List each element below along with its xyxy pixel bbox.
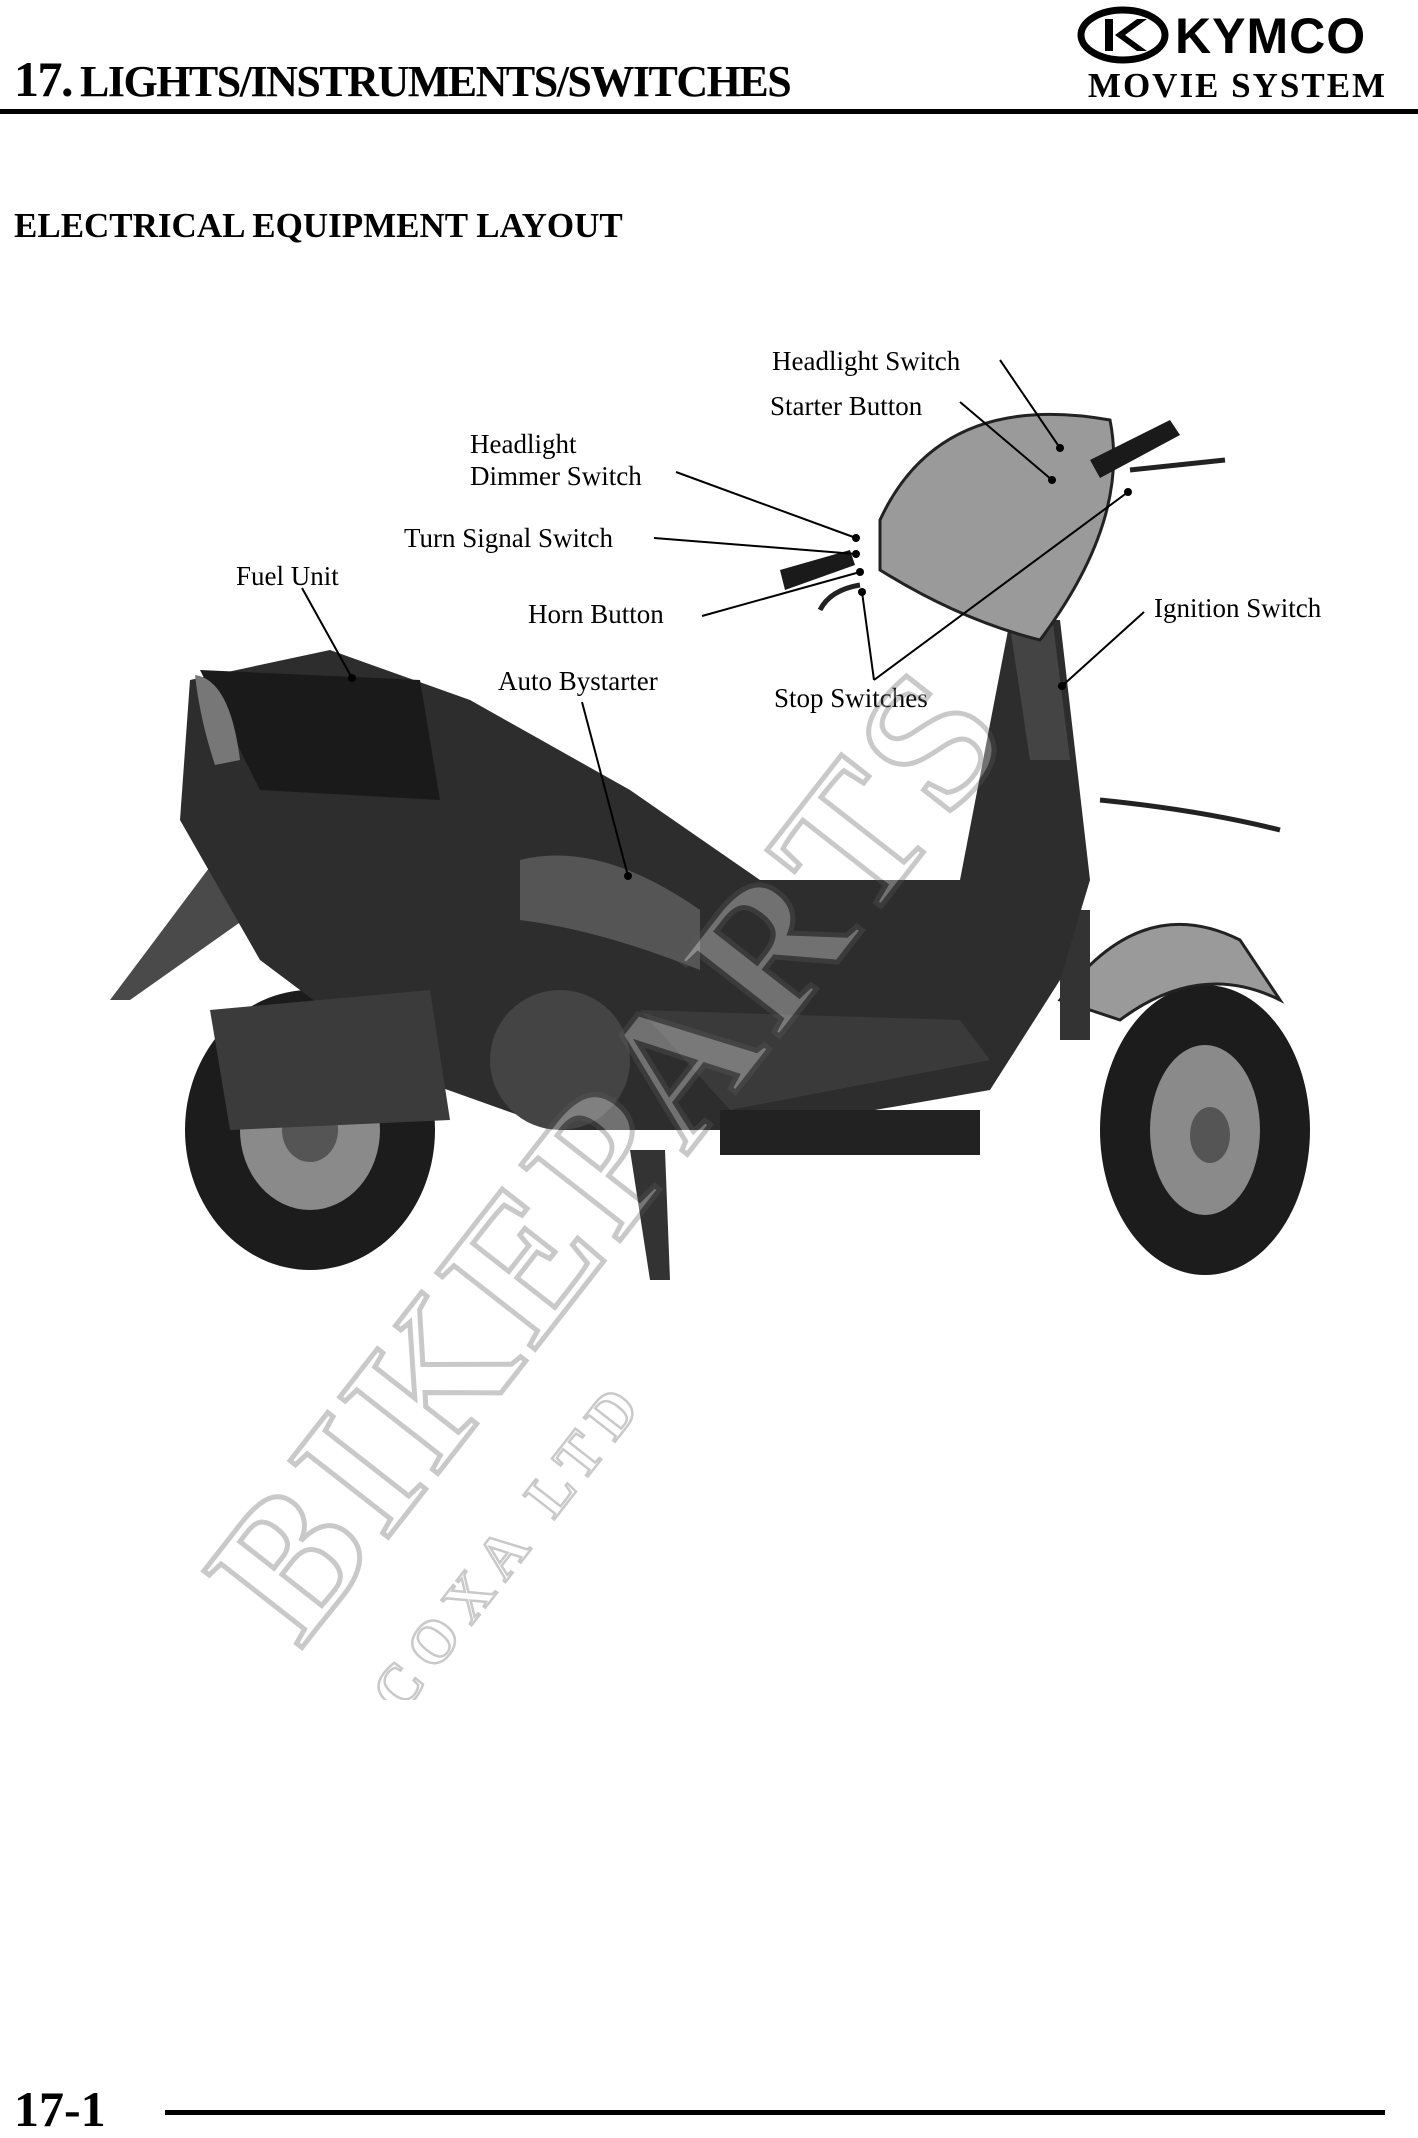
- front-fender: [1057, 922, 1285, 1022]
- engine-cover: [490, 990, 630, 1130]
- rear-light: [195, 675, 240, 765]
- chapter-number: 17.: [14, 51, 74, 107]
- left-brake-lever: [817, 582, 861, 612]
- watermark-sub-text: COXA LTD: [359, 1366, 659, 1700]
- kymco-logo: KYMCO: [1077, 6, 1366, 64]
- leader-horn-button: [701, 571, 861, 617]
- callout-ignition-switch: Ignition Switch: [1154, 593, 1322, 623]
- callout-dimmer-line2: Dimmer Switch: [470, 461, 642, 491]
- leader-starter-button: [959, 401, 1053, 481]
- left-grip: [780, 550, 855, 590]
- chapter-heading: 17.LIGHTS/INSTRUMENTS/SWITCHES: [14, 50, 792, 108]
- callout-headlight-dimmer-switch: Headlight Dimmer Switch: [470, 428, 642, 492]
- callout-fuel-unit: Fuel Unit: [236, 561, 339, 591]
- page-number: 17-1: [14, 2081, 106, 2137]
- air-filter: [520, 855, 700, 970]
- callout-dimmer-line1: Headlight: [470, 429, 577, 459]
- under-panel: [720, 1110, 980, 1155]
- leader-fuel-unit: [301, 587, 353, 679]
- leader-lines: [301, 359, 1145, 877]
- chapter-title: LIGHTS/INSTRUMENTS/SWITCHES: [80, 57, 792, 106]
- leader-arrowheads: [348, 444, 1132, 880]
- leader-headlight-switch: [999, 359, 1061, 449]
- right-grip: [1090, 420, 1180, 478]
- callout-auto-bystarter: Auto Bystarter: [498, 666, 658, 696]
- electrical-layout-diagram: [110, 359, 1310, 1280]
- fuel-tank: [200, 670, 440, 800]
- floorboard: [640, 1010, 990, 1110]
- leader-dimmer-switch: [675, 471, 857, 539]
- footer-rule: [165, 2110, 1385, 2115]
- center-stand: [630, 1150, 670, 1280]
- muffler: [210, 990, 450, 1130]
- callout-starter-button: Starter Button: [770, 391, 923, 421]
- section-title: ELECTRICAL EQUIPMENT LAYOUT: [14, 206, 623, 245]
- leader-turn-signal-switch: [653, 537, 857, 555]
- handlebar-cover: [878, 412, 1116, 642]
- leader-stop-switch-right: [873, 491, 1129, 681]
- callout-horn-button: Horn Button: [528, 599, 664, 629]
- header-rule: [0, 109, 1418, 114]
- brand-logo-text: KYMCO: [1175, 8, 1366, 64]
- brand-subtitle: MOVIE SYSTEM: [1087, 66, 1388, 105]
- right-brake-lever: [1129, 457, 1226, 473]
- callout-stop-switches: Stop Switches: [774, 683, 928, 713]
- callout-headlight-switch: Headlight Switch: [772, 346, 961, 376]
- front-wheel: [1100, 985, 1310, 1275]
- leader-auto-bystarter: [581, 701, 629, 877]
- right-cable: [1099, 797, 1281, 833]
- scooter-illustration: [110, 412, 1310, 1280]
- leader-stop-switch-left: [861, 591, 875, 681]
- leader-ignition-switch: [1061, 611, 1145, 687]
- callout-turn-signal-switch: Turn Signal Switch: [404, 523, 614, 553]
